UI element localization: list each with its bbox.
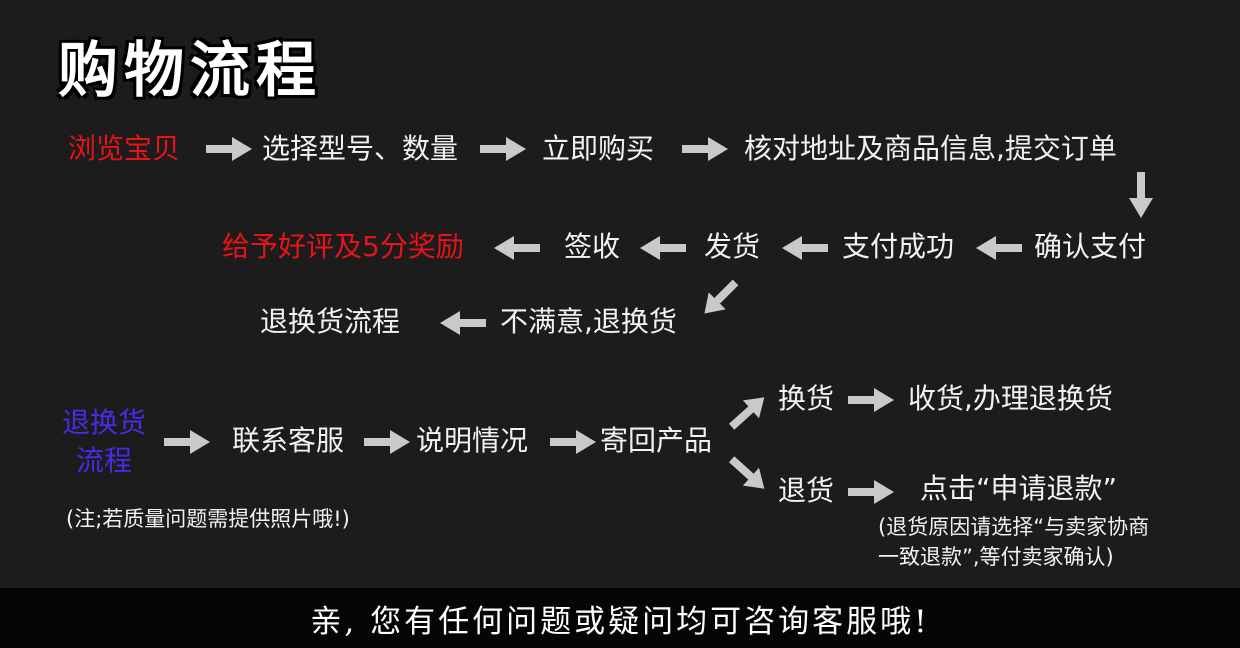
footer-bar [0,588,1240,648]
arrow-right-icon [480,137,526,161]
node-explain: 说明情况 [416,424,529,457]
arrow-down-left-icon [704,279,739,314]
arrow-right-icon [364,430,410,454]
arrow-left-icon [494,236,540,260]
arrow-down-icon [1129,172,1153,218]
arrow-right-icon [848,388,894,412]
node-verify-order: 核对地址及商品信息,提交订单 [744,132,1117,165]
arrow-left-icon [976,236,1022,260]
node-contact-service: 联系客服 [232,424,345,457]
arrow-down-right-icon [728,456,765,489]
node-exchange-result: 收货,办理退换货 [908,382,1113,415]
return-section-label: 退换货 流程 [56,404,152,480]
return-label-line2: 流程 [75,444,132,477]
node-refund: 退货 [778,474,835,507]
node-review: 给予好评及5分奖励 [222,230,464,263]
arrow-left-icon [782,236,828,260]
page-title: 购物流程 [58,36,322,106]
node-buy-now: 立即购买 [542,132,655,165]
node-select-model: 选择型号、数量 [262,132,459,165]
arrow-right-icon [164,430,210,454]
node-browse: 浏览宝贝 [68,132,181,165]
node-sign: 签收 [564,230,621,263]
refund-note-line1: (退货原因请选择“与卖家协商 [878,515,1150,539]
arrow-right-icon [550,430,596,454]
footer-text: 亲, 您有任何问题或疑问均可咨询客服哦! [310,604,930,640]
arrow-right-icon [682,137,728,161]
node-unsatisfied: 不满意,退换货 [500,305,677,338]
node-ship: 发货 [704,230,761,263]
node-exchange: 换货 [778,382,835,415]
refund-note-line2: 一致退款”,等付卖家确认) [878,545,1114,569]
node-return-flow: 退换货流程 [260,305,401,338]
quality-note: (注;若质量问题需提供照片哦!) [66,507,350,531]
node-confirm-payment: 确认支付 [1034,230,1147,263]
arrow-up-right-icon [728,397,765,430]
arrow-right-icon [206,137,252,161]
node-send-back: 寄回产品 [600,424,713,457]
arrow-left-icon [440,311,486,335]
node-payment-success: 支付成功 [842,230,955,263]
arrow-right-icon [848,480,894,504]
node-refund-action: 点击“申请退款” [920,472,1118,505]
return-label-line1: 退换货 [61,406,146,439]
arrow-left-icon [640,236,686,260]
refund-note: (退货原因请选择“与卖家协商 一致退款”,等付卖家确认) [878,512,1149,572]
